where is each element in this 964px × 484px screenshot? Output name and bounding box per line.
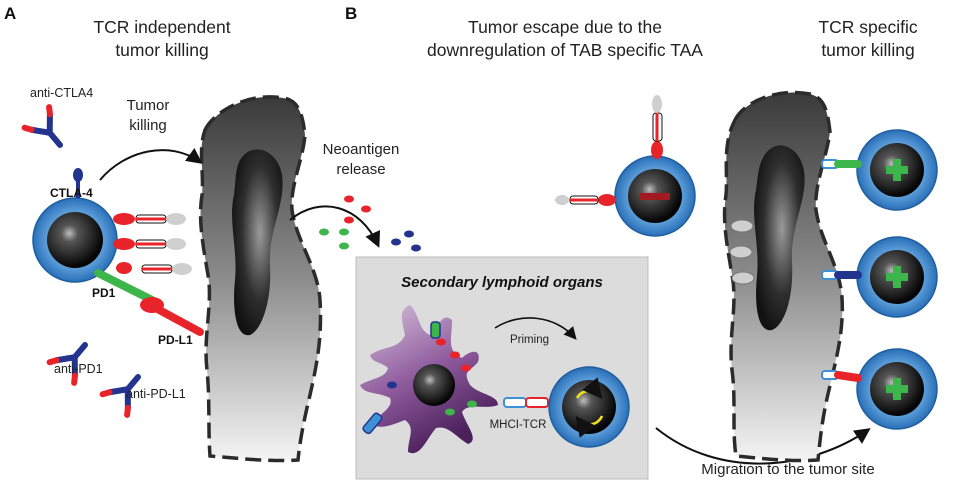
tumor-killing-label-line2: killing bbox=[129, 117, 167, 134]
escape-receptor-top-icon bbox=[651, 95, 663, 159]
anti-ctla4-antibody-icon bbox=[25, 107, 73, 155]
mhci-tcr-complex-icon bbox=[503, 397, 549, 408]
pdl1-ligand-head-icon bbox=[140, 297, 164, 313]
migration-label: Migration to the tumor site bbox=[701, 461, 874, 478]
anti-pdl1-label: anti-PD-L1 bbox=[126, 387, 186, 401]
panel-a-title-line2: tumor killing bbox=[115, 40, 208, 60]
specific-t-cell-icon bbox=[856, 129, 938, 211]
priming-label: Priming bbox=[510, 334, 549, 346]
panel-b-specific-title-line2: tumor killing bbox=[821, 40, 914, 60]
t-cell-icon bbox=[32, 197, 118, 283]
pd1-receptor-icon bbox=[94, 269, 156, 304]
neoantigen-label-line2: release bbox=[336, 161, 385, 178]
specific-t-cell-icon bbox=[856, 348, 938, 430]
escape-t-cell-icon bbox=[614, 155, 696, 237]
mhci-tcr-label: MHCI-TCR bbox=[490, 419, 547, 431]
panel-a-letter: A bbox=[4, 4, 16, 23]
migration-arrow-icon bbox=[655, 427, 871, 465]
tumor-cell-icon bbox=[722, 90, 845, 463]
tumor-killing-arrow-icon bbox=[99, 147, 203, 181]
panel-b-specific-title-line1: TCR specific bbox=[818, 17, 917, 37]
specific-tcr-receptor-icon bbox=[821, 270, 862, 280]
panel-b-letter: B bbox=[345, 4, 357, 23]
tcr-receptor-icon bbox=[113, 213, 186, 225]
anti-pd1-label: anti-PD1 bbox=[54, 362, 103, 376]
tcr-receptor-icon bbox=[116, 262, 192, 275]
primed-t-cell-icon bbox=[548, 366, 630, 448]
ctla4-label: CTLA-4 bbox=[50, 186, 93, 200]
panel-b-escape-title-line2: downregulation of TAB specific TAA bbox=[427, 40, 703, 60]
secondary-lymphoid-organs-title: Secondary lymphoid organs bbox=[401, 274, 603, 291]
neoantigen-arrow-icon bbox=[289, 205, 381, 248]
dendritic-cell-icon bbox=[360, 305, 498, 454]
tumor-killing-label-line1: Tumor bbox=[127, 97, 170, 114]
tumor-cell-icon bbox=[198, 95, 323, 463]
ctla4-receptor-head-icon bbox=[73, 168, 83, 182]
priming-arrow-icon bbox=[494, 317, 577, 340]
escape-receptor-left-icon bbox=[555, 194, 616, 206]
specific-tcr-receptor-icon bbox=[821, 370, 862, 382]
neoantigen-particles-icon bbox=[319, 195, 421, 252]
panel-b-escape-title-line1: Tumor escape due to the bbox=[468, 17, 662, 37]
pd1-label: PD1 bbox=[92, 286, 116, 300]
panel-a-title-line1: TCR independent bbox=[93, 17, 230, 37]
tcr-receptor-icon bbox=[113, 238, 186, 250]
neoantigen-label-line1: Neoantigen bbox=[323, 141, 400, 158]
specific-t-cell-icon bbox=[856, 236, 938, 318]
anti-ctla4-label: anti-CTLA4 bbox=[30, 86, 93, 100]
pdl1-label: PD-L1 bbox=[158, 333, 193, 347]
specific-tcr-receptor-icon bbox=[821, 159, 862, 169]
